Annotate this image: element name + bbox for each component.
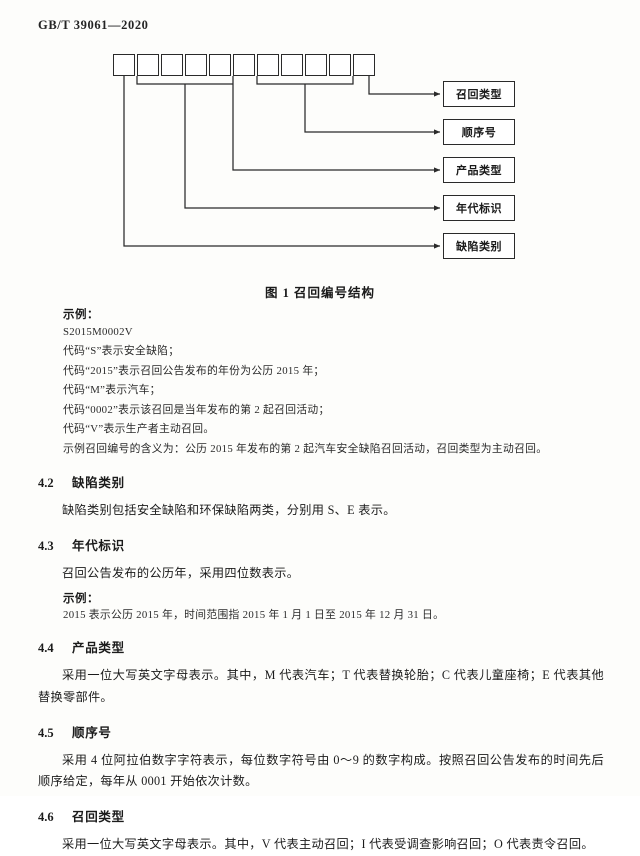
code-box: [353, 54, 375, 76]
section-body-4-6: 采用一位大写英文字母表示。其中，V 代表主动召回；I 代表受调查影响召回；O 代…: [62, 836, 594, 851]
code-box: [329, 54, 351, 76]
code-box: [137, 54, 159, 76]
section-heading-4-3: 4.3 年代标识: [0, 522, 640, 554]
figure-label-year-mark: 年代标识: [443, 195, 515, 221]
section-title: 顺序号: [72, 725, 112, 740]
figure-label-product-type: 产品类型: [443, 157, 515, 183]
code-box: [281, 54, 303, 76]
example-line: 代码“0002”表示该召回是当年发布的第 2 起召回活动；: [63, 403, 330, 416]
recall-number-structure-figure: 召回类型 顺序号 产品类型 年代标识 缺陷类别: [0, 46, 640, 268]
example-title: 示例：: [63, 309, 99, 321]
standard-code-header: GB/T 39061—2020: [38, 18, 149, 32]
section-body-4-3: 召回公告发布的公历年，采用四位数表示。: [62, 566, 300, 581]
example-summary: 示例召回编号的含义为：公历 2015 年发布的第 2 起汽车安全缺陷召回活动，召…: [63, 442, 548, 455]
section-title: 缺陷类别: [72, 476, 125, 491]
code-box: [161, 54, 183, 76]
section-number: 4.2: [38, 476, 54, 491]
code-box: [257, 54, 279, 76]
section-example-title-4-3: 示例：: [63, 592, 99, 605]
example-line: 代码“S”表示安全缺陷；: [63, 345, 180, 358]
code-box: [305, 54, 327, 76]
document-page: GB/T 39061—2020: [0, 18, 640, 851]
section-title: 产品类型: [72, 641, 125, 656]
figure-label-serial-number: 顺序号: [443, 119, 515, 145]
section-heading-4-4: 4.4 产品类型: [0, 624, 640, 656]
section-example-line-4-3: 2015 表示公历 2015 年，时间范围指 2015 年 1 月 1 日至 2…: [63, 608, 445, 621]
code-box: [209, 54, 231, 76]
example-line: 代码“2015”表示召回公告发布的年份为公历 2015 年；: [63, 364, 325, 377]
section-body-4-2: 缺陷类别包括安全缺陷和环保缺陷两类，分别用 S、E 表示。: [62, 503, 396, 518]
section-body-4-4: 采用一位大写英文字母表示。其中，M 代表汽车；T 代表替换轮胎；C 代表儿童座椅…: [38, 668, 604, 704]
section-body-4-5: 采用 4 位阿拉伯数字字符表示，每位数字符号由 0～9 的数字构成。按照召回公告…: [38, 752, 604, 789]
document-body: 示例： S2015M0002V 代码“S”表示安全缺陷； 代码“2015”表示召…: [0, 302, 640, 856]
section-heading-4-2: 4.2 缺陷类别: [0, 459, 640, 491]
section-heading-4-6: 4.6 召回类型: [0, 793, 640, 825]
example-line: 代码“V”表示生产者主动召回。: [63, 423, 215, 436]
figure-label-defect-category: 缺陷类别: [443, 233, 515, 259]
section-title: 年代标识: [72, 539, 125, 554]
section-number: 4.6: [38, 809, 54, 824]
section-title: 召回类型: [72, 809, 125, 824]
code-box: [113, 54, 135, 76]
code-box: [185, 54, 207, 76]
section-number: 4.4: [38, 641, 54, 656]
code-box: [233, 54, 255, 76]
example-line: 代码“M”表示汽车；: [63, 384, 161, 397]
example-code: S2015M0002V: [63, 326, 133, 338]
figure-connector-lines: [123, 76, 441, 249]
section-number: 4.5: [38, 725, 54, 740]
section-number: 4.3: [38, 539, 54, 554]
figure-label-recall-type: 召回类型: [443, 81, 515, 107]
code-digit-boxes: [113, 54, 375, 76]
figure-caption: 图 1 召回编号结构: [264, 286, 375, 300]
section-heading-4-5: 4.5 顺序号: [0, 709, 640, 741]
